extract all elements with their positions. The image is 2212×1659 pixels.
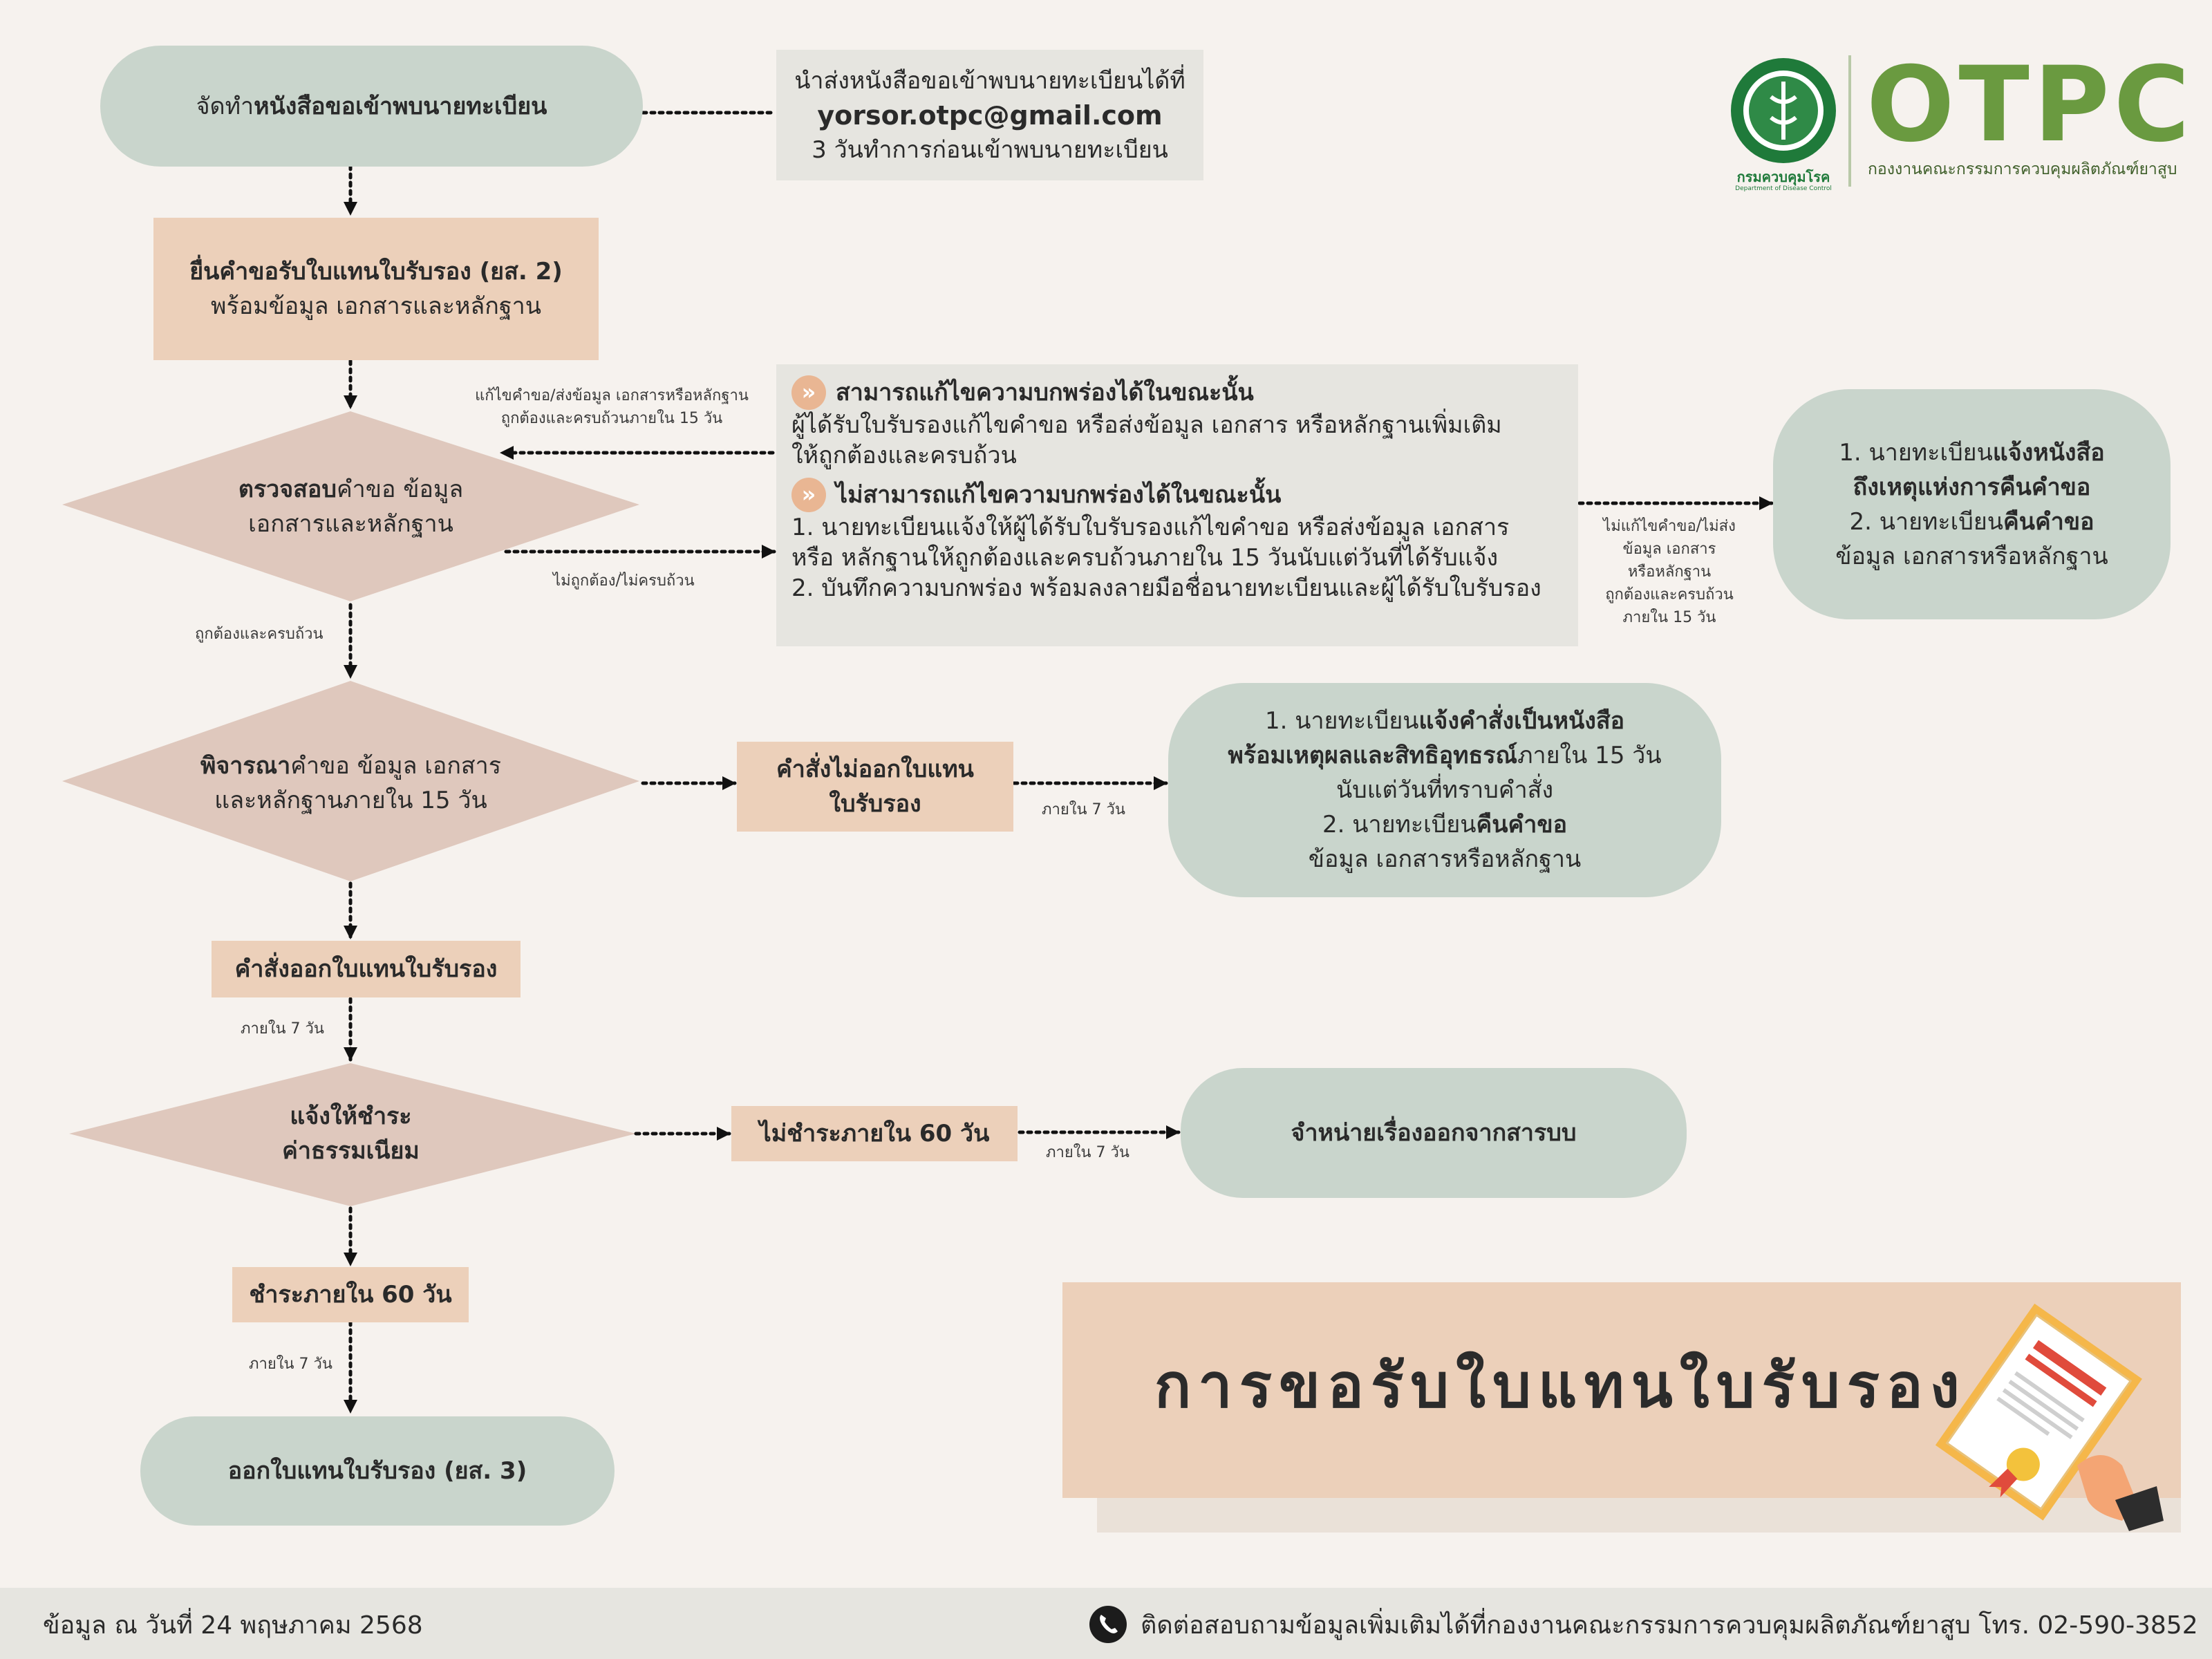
fix-label-l2: ถูกต้องและครบถ้วนภายใน 15 วัน (500, 410, 723, 427)
return-l1-pre: 1. นายทะเบียน (1839, 438, 1993, 467)
notify-l3: นับแต่วันที่ทราบคำสั่ง (1335, 776, 1554, 804)
prepare-pre: จัดทำ (196, 92, 254, 120)
node-prepare-letter: จัดทำหนังสือขอเข้าพบนายทะเบียน (100, 46, 643, 167)
edge-label-not-fixed: ไม่แก้ไขคำขอ/ไม่ส่ง ข้อมูล เอกสาร หรือหล… (1580, 515, 1759, 629)
fee-label: แจ้งให้ชำระ ค่าธรรมเนียม (207, 1096, 494, 1172)
not-paid-text: ไม่ชำระภายใน 60 วัน (759, 1120, 990, 1147)
consider-bold: พิจารณา (200, 751, 291, 780)
not-fixed-l1: ไม่แก้ไขคำขอ/ไม่ส่ง (1603, 518, 1736, 535)
footer-contact: ติดต่อสอบถามข้อมูลเพิ่มเติมได้ที่กองงานค… (1141, 1611, 2198, 1640)
not-fixed-l4: ถูกต้องและครบถ้วน (1605, 586, 1734, 603)
page-title: การขอรับใบแทนใบรับรอง (1154, 1350, 1967, 1421)
dept-en: Department of Disease Control (1735, 185, 1832, 192)
consider-rest: คำขอ ข้อมูล เอกสาร (290, 751, 502, 780)
fix-later-l3: 2. บันทึกความบกพร่อง พร้อมลงลายมือชื่อนา… (791, 574, 1541, 602)
issue-order-text: คำสั่งออกใบแทนใบรับรอง (234, 955, 498, 983)
diamond-consider (62, 681, 639, 881)
fee-l1: แจ้งให้ชำระ (290, 1103, 412, 1130)
submit-bold: ยื่นคำขอรับใบแทนใบรับรอง (ยส. 2) (189, 258, 563, 285)
node-submit-request: ยื่นคำขอรับใบแทนใบรับรอง (ยส. 2) พร้อมข้… (153, 218, 599, 360)
final-text: ออกใบแทนใบรับรอง (ยส. 3) (227, 1457, 527, 1485)
return-l2-bold: ถึงเหตุแห่งการคืนคำขอ (1853, 473, 2091, 501)
fix-now-l2: ให้ถูกต้องและครบถ้วน (791, 442, 1017, 469)
phone-icon (1089, 1606, 1127, 1643)
logo-divider (1848, 55, 1851, 187)
node-no-issue-order: คำสั่งไม่ออกใบแทน ใบรับรอง (737, 742, 1013, 832)
consider-line2: และหลักฐานภายใน 15 วัน (214, 786, 487, 814)
otpc-logo: OTPC (1866, 45, 2194, 165)
check-bold: ตรวจสอบ (238, 475, 337, 503)
fee-l2: ค่าธรรมเนียม (282, 1137, 420, 1165)
fix-label-l1: แก้ไขคำขอ/ส่งข้อมูล เอกสารหรือหลักฐาน (475, 387, 749, 404)
notify-l1-bold: แจ้งคำสั่งเป็นหนังสือ (1418, 707, 1625, 735)
consider-label: พิจารณาคำขอ ข้อมูล เอกสาร และหลักฐานภายใ… (152, 740, 550, 826)
not-fixed-l2: ข้อมูล เอกสาร (1622, 541, 1716, 558)
not-fixed-l5: ภายใน 15 วัน (1622, 609, 1716, 626)
return-l3-pre: 2. นายทะเบียน (1849, 507, 2004, 536)
node-notify-order: 1. นายทะเบียนแจ้งคำสั่งเป็นหนังสือ พร้อม… (1168, 683, 1721, 897)
ministry-seal: กรมควบคุมโรค Department of Disease Contr… (1728, 55, 1839, 194)
fix-later-l1: 1. นายทะเบียนแจ้งให้ผู้ได้รับใบรับรองแก้… (791, 514, 1510, 541)
fix-now-title: สามารถแก้ไขความบกพร่องได้ในขณะนั้น (836, 379, 1254, 406)
ministry-seal-icon (1731, 58, 1836, 163)
notify-l4-bold: คืนคำขอ (1476, 811, 1568, 838)
dispose-text: จำหน่ายเรื่องออกจากสารบบ (1291, 1119, 1577, 1147)
dept-th: กรมควบคุมโรค (1736, 169, 1830, 185)
fix-now-l1: ผู้ได้รับใบรับรองแก้ไขคำขอ หรือส่งข้อมูล… (791, 411, 1502, 439)
chevron-badge-icon (791, 478, 826, 512)
paid-text: ชำระภายใน 60 วัน (249, 1281, 452, 1309)
fix-now-heading: สามารถแก้ไขความบกพร่องได้ในขณะนั้น (791, 375, 1563, 410)
not-fixed-l3: หรือหลักฐาน (1627, 563, 1712, 581)
fix-later-l2: หรือ หลักฐานให้ถูกต้องและครบถ้วนภายใน 15… (791, 544, 1499, 572)
email-line1: นำส่งหนังสือขอเข้าพบนายทะเบียนได้ที่ (794, 66, 1185, 95)
notify-l2-bold: พร้อมเหตุผลและสิทธิอุทธรณ์ (1228, 742, 1518, 769)
diamond-fee (69, 1063, 636, 1206)
footer-date: ข้อมูล ณ วันที่ 24 พฤษภาคม 2568 (43, 1611, 423, 1640)
notify-l5: ข้อมูล เอกสารหรือหลักฐาน (1308, 845, 1582, 873)
notify-l1-pre: 1. นายทะเบียน (1264, 707, 1419, 735)
edge-label-correct: ถูกต้องและครบถ้วน (195, 626, 324, 643)
diamond-check (62, 411, 639, 601)
no-issue-l1: คำสั่งไม่ออกใบแทน (776, 756, 974, 783)
check-line2: เอกสารและหลักฐาน (248, 509, 453, 538)
no-issue-l2: ใบรับรอง (829, 790, 921, 818)
edge-label-within7-b: ภายใน 7 วัน (241, 1020, 324, 1038)
edge-label-within7-a: ภายใน 7 วัน (1042, 801, 1125, 818)
otpc-subtitle: กองงานคณะกรรมการควบคุมผลิตภัณฑ์ยาสูบ (1868, 160, 2177, 178)
return-l4: ข้อมูล เอกสารหรือหลักฐาน (1835, 542, 2108, 570)
chevron-badge-icon (791, 375, 826, 410)
edge-label-within7-d: ภายใน 7 วัน (249, 1356, 332, 1373)
email-info-box: นำส่งหนังสือขอเข้าพบนายทะเบียนได้ที่ yor… (776, 50, 1203, 180)
check-rest: คำขอ ข้อมูล (336, 475, 464, 503)
submit-sub: พร้อมข้อมูล เอกสารและหลักฐาน (211, 292, 541, 320)
node-dispose: จำหน่ายเรื่องออกจากสารบบ (1181, 1068, 1687, 1198)
certificate-icon (1935, 1303, 2164, 1531)
email-line3: 3 วันทำการก่อนเข้าพบนายทะเบียน (812, 135, 1168, 164)
edge-label-incorrect: ไม่ถูกต้อง/ไม่ครบถ้วน (553, 572, 695, 590)
prepare-bold: หนังสือขอเข้าพบนายทะเบียน (254, 92, 547, 120)
edge-label-within7-c: ภายใน 7 วัน (1046, 1144, 1130, 1161)
node-not-paid: ไม่ชำระภายใน 60 วัน (731, 1106, 1018, 1161)
notify-l2-rest: ภายใน 15 วัน (1517, 742, 1662, 769)
fix-options-panel: สามารถแก้ไขความบกพร่องได้ในขณะนั้น ผู้ได… (776, 364, 1578, 646)
email-address: yorsor.otpc@gmail.com (817, 100, 1163, 131)
edge-label-fixed: แก้ไขคำขอ/ส่งข้อมูล เอกสารหรือหลักฐาน ถู… (449, 384, 774, 430)
node-issue-final: ออกใบแทนใบรับรอง (ยส. 3) (140, 1416, 615, 1526)
node-return-request: 1. นายทะเบียนแจ้งหนังสือ ถึงเหตุแห่งการค… (1773, 389, 2171, 619)
return-l3-bold: คืนคำขอ (2003, 507, 2094, 536)
fix-later-title: ไม่สามารถแก้ไขความบกพร่องได้ในขณะนั้น (836, 481, 1282, 509)
fix-later-heading: ไม่สามารถแก้ไขความบกพร่องได้ในขณะนั้น (791, 478, 1563, 512)
node-issue-order: คำสั่งออกใบแทนใบรับรอง (212, 941, 521, 997)
check-label: ตรวจสอบคำขอ ข้อมูล เอกสารและหลักฐาน (152, 463, 550, 550)
node-paid: ชำระภายใน 60 วัน (232, 1267, 469, 1322)
notify-l4-pre: 2. นายทะเบียน (1322, 811, 1477, 838)
return-l1-bold: แจ้งหนังสือ (1992, 438, 2105, 467)
